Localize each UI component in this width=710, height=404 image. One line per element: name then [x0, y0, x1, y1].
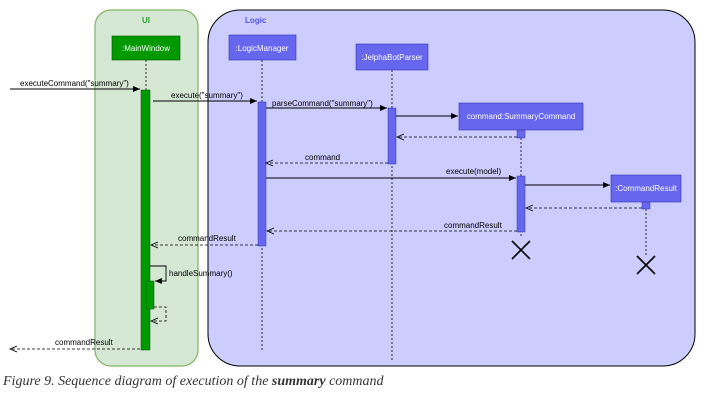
- parser-box: :JelphaBotParser: [355, 43, 429, 71]
- msg-execute-command-label: executeCommand("summary"): [20, 79, 129, 88]
- parser-activation: [387, 107, 397, 165]
- summary-command-label: command:SummaryCommand: [467, 112, 575, 121]
- caption-prefix: Figure 9. Sequence diagram of execution …: [3, 374, 272, 389]
- msg-command-return: command: [266, 153, 388, 163]
- command-result-label: :CommandResult: [615, 184, 678, 193]
- caption-suffix: command: [325, 374, 384, 389]
- logic-manager-box: :LogicManager: [228, 34, 297, 61]
- summary-command-box: command:SummaryCommand: [458, 102, 584, 131]
- summary-command-destroy-icon: [511, 240, 531, 260]
- msg-command-result-return-1: commandResult: [267, 221, 517, 231]
- parser-label: :JelphaBotParser: [361, 53, 423, 62]
- msg-parse-command: parseCommand("summary"): [266, 99, 387, 111]
- msg-command-result-return-2: commandResult: [151, 234, 258, 245]
- logic-manager-label: :LogicManager: [236, 44, 289, 53]
- msg-command-result-return-2-label: commandResult: [178, 234, 237, 243]
- msg-handle-summary-return: [151, 306, 167, 321]
- logic-frame-title: Logic: [245, 16, 267, 25]
- command-result-destroy-icon: [636, 255, 656, 275]
- main-window-box: :MainWindow: [111, 35, 181, 61]
- main-window-activation: [140, 89, 151, 351]
- figure-caption: Figure 9. Sequence diagram of execution …: [3, 374, 707, 390]
- msg-command-result-return-1-label: commandResult: [444, 221, 503, 230]
- msg-execute-model-label: execute(model): [446, 167, 501, 176]
- msg-handle-summary: handleSummary(): [150, 265, 233, 284]
- logic-manager-activation: [257, 101, 267, 247]
- msg-execute-command: executeCommand("summary"): [10, 79, 140, 92]
- ui-frame-title: UI: [142, 16, 150, 25]
- caption-bold: summary: [271, 374, 326, 389]
- main-window-label: :MainWindow: [122, 44, 170, 53]
- sequence-diagram: UI Logic :MainWindow :LogicManager :Jelp…: [0, 9, 696, 367]
- msg-command-result-return-3: commandResult: [10, 338, 140, 349]
- msg-command-return-label: command: [305, 153, 340, 162]
- summary-command-small-activation: [516, 129, 526, 139]
- summary-command-activation: [516, 175, 526, 233]
- logic-frame: Logic: [207, 9, 696, 367]
- msg-command-result-return-3-label: commandResult: [55, 338, 114, 347]
- msg-execute: execute("summary"): [153, 91, 257, 104]
- msg-handle-summary-label: handleSummary(): [169, 269, 233, 278]
- handle-summary-activation: [145, 280, 155, 310]
- msg-parse-command-label: parseCommand("summary"): [272, 99, 373, 108]
- msg-execute-label: execute("summary"): [171, 91, 243, 100]
- command-result-box: :CommandResult: [610, 174, 682, 203]
- command-result-activation: [641, 201, 651, 210]
- msg-execute-model: execute(model): [266, 167, 516, 181]
